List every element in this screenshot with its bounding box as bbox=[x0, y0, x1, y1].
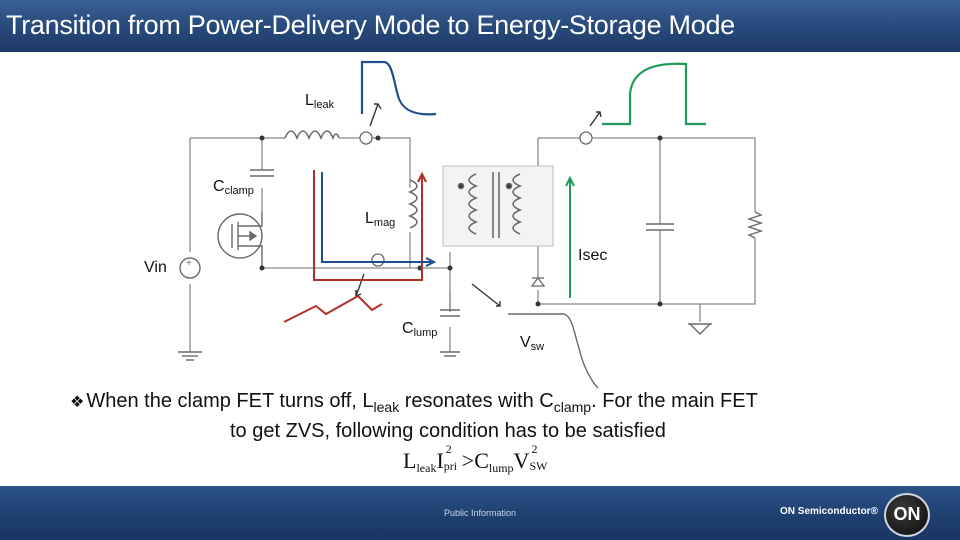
lmag-label: Lmag bbox=[365, 210, 396, 229]
bullet-text-line-1: ❖When the clamp FET turns off, Lleak res… bbox=[70, 390, 758, 415]
secondary-diode bbox=[530, 276, 546, 287]
clump-capacitor bbox=[440, 309, 460, 317]
ground-lump bbox=[440, 351, 460, 357]
footer-classification: Public Information bbox=[443, 508, 517, 518]
svg-text:+: + bbox=[186, 258, 192, 269]
clamp-current-path bbox=[313, 170, 427, 281]
clump-label: Clump bbox=[402, 320, 438, 339]
bullet-diamond-icon: ❖ bbox=[70, 394, 85, 411]
transformer bbox=[442, 165, 554, 247]
circuit-diagram: + bbox=[178, 60, 764, 389]
footer-bar: Public Information ON Semiconductor® ON bbox=[0, 486, 960, 540]
wire-secondary-top bbox=[537, 137, 756, 305]
cclamp-label: Cclamp bbox=[213, 178, 254, 197]
isec-label: Isec bbox=[578, 247, 608, 264]
vsw-waveform bbox=[508, 313, 599, 389]
lleak-inductor bbox=[284, 130, 340, 141]
vin-label: Vin bbox=[144, 259, 167, 276]
vin-source: + bbox=[179, 257, 201, 279]
bullet-text-line-2: to get ZVS, following condition has to b… bbox=[230, 420, 666, 442]
primary-winding bbox=[407, 179, 418, 229]
secondary-current-arrow bbox=[565, 175, 575, 298]
load-resistor bbox=[746, 211, 764, 239]
clamp-current-waveform bbox=[283, 294, 383, 323]
slide-title: Transition from Power-Delivery Mode to E… bbox=[6, 10, 735, 40]
isec-waveform bbox=[602, 62, 706, 126]
probe-arrows bbox=[355, 103, 602, 307]
primary-current-path bbox=[321, 172, 437, 267]
vsw-label: Vsw bbox=[520, 334, 545, 353]
lleak-waveform bbox=[360, 60, 437, 116]
ground-left bbox=[178, 351, 202, 361]
ground-right bbox=[688, 323, 712, 335]
output-capacitor bbox=[646, 223, 674, 231]
on-logo-icon: ON bbox=[884, 493, 930, 537]
lleak-label: Lleak bbox=[305, 92, 335, 111]
title-bar: Transition from Power-Delivery Mode to E… bbox=[0, 0, 960, 52]
brand-name: ON Semiconductor® bbox=[780, 506, 878, 517]
cclamp-capacitor bbox=[250, 169, 274, 177]
clamp-fet bbox=[217, 212, 263, 268]
wire-mid-rail bbox=[262, 252, 451, 352]
